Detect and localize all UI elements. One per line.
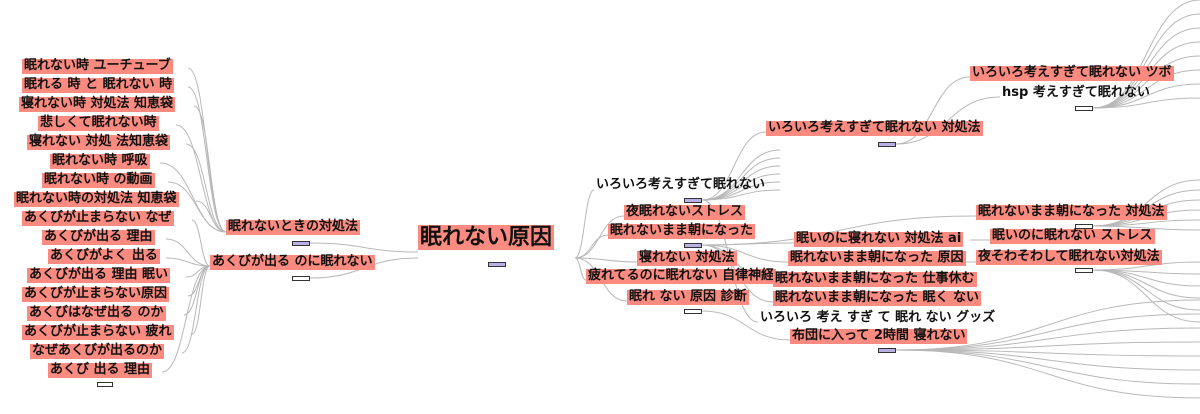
edge-asa-genin [701, 244, 789, 263]
edge-leaf-b-2 [165, 257, 211, 267]
node-marker-iroiro-taisho [878, 142, 896, 147]
node-asa-genin[interactable]: 眠れないまま朝になった 原因 [788, 250, 966, 266]
node-nemui-ai[interactable]: 眠いのに寝れない 対処法 ai [794, 231, 964, 247]
node-marker-asa [684, 243, 702, 248]
edge-futon-out-5 [895, 349, 1200, 371]
edge-leaf-b-0 [191, 219, 211, 267]
edge-leaf-b-8 [161, 265, 211, 373]
node-yoru[interactable]: 夜眠れないストレス [624, 204, 746, 220]
edge-root-tsukare [574, 257, 587, 281]
leaf-b-3[interactable]: あくびが出る 理由 眠い [27, 267, 171, 283]
node-marker-hsp [1075, 106, 1093, 111]
node-marker-leaf-b-end [97, 382, 113, 387]
leaf-a-4[interactable]: 寝れない 対処 法知恵袋 [27, 134, 171, 150]
edge-taisho-hsp [895, 96, 1001, 145]
node-root[interactable]: 眠れない原因 [418, 225, 555, 251]
node-marker-sowa [1075, 268, 1093, 273]
edge-futon-out-0 [895, 299, 1200, 351]
node-marker-root [488, 262, 506, 267]
node-marker-iroiro [684, 198, 702, 203]
node-iroiro-taisho[interactable]: いろいろ考えすぎて眠れない 対処法 [766, 120, 983, 136]
leaf-a-1[interactable]: 眠れる 時 と 眠れない 時 [22, 77, 175, 93]
node-nemui-stress[interactable]: 眠いのに眠れない ストレス [990, 228, 1155, 244]
node-marker-taisho [292, 241, 310, 246]
edge-leaf-a-6 [167, 181, 227, 233]
edge-leaf-b-1 [165, 238, 211, 267]
edge-leaf-a-3 [175, 124, 227, 233]
edge-sowa-out-4 [1092, 269, 1200, 311]
edge-leaf-b-7 [181, 265, 211, 354]
node-taisho[interactable]: 眠れないときの対処法 [226, 219, 361, 235]
edge-asat-out-0 [1092, 179, 1200, 227]
node-futon[interactable]: 布団に入って 2時間 寝れない [790, 328, 968, 344]
edge-futon-out-4 [895, 349, 1200, 357]
edge-leaf-b-6 [191, 265, 211, 335]
edge-hsp-out-7 [1092, 97, 1200, 109]
node-tsukare[interactable]: 疲れてるのに眠れない 自律神経 [586, 268, 777, 284]
edge-root-iroiro [574, 189, 595, 259]
edge-sowa-out-5 [1092, 269, 1200, 323]
leaf-b-6[interactable]: あくびが止まらない 疲れ [22, 324, 174, 340]
leaf-b-7[interactable]: なぜあくびが出るのか [30, 343, 165, 359]
edge-taisho-tsubo [895, 76, 971, 145]
edge-hsp-out-0 [1092, 0, 1200, 109]
leaf-a-3[interactable]: 悲しくて眠れない時 [38, 115, 159, 131]
edge-root-asa [574, 234, 609, 259]
edge-leaf-a-1 [187, 86, 227, 233]
node-nerenai[interactable]: 寝れない 対処法 [637, 250, 737, 266]
node-marker-akubi [292, 276, 310, 281]
node-asa-nemuku[interactable]: 眠れないまま朝になった 眠く ない [773, 290, 982, 306]
edge-futon-out-1 [895, 313, 1200, 351]
leaf-a-2[interactable]: 寝れない時 対処法 知恵袋 [19, 96, 176, 112]
edge-leaf-b-5 [183, 265, 211, 316]
edge-leaf-a-7 [195, 200, 227, 233]
edge-hsp-out-4 [1092, 55, 1200, 109]
node-marker-futon [878, 348, 896, 353]
leaf-b-1[interactable]: あくびが出る 理由 [42, 229, 155, 245]
leaf-a-7[interactable]: 眠れない時の対処法 知恵袋 [14, 191, 179, 207]
node-asa-taisho[interactable]: 眠れないまま朝になった 対処法 [976, 204, 1167, 220]
leaf-b-8[interactable]: あくび 出る 理由 [48, 362, 153, 378]
edge-futon-out-6 [895, 349, 1200, 385]
edge-iroiro-taisho [701, 131, 767, 201]
leaf-b-0[interactable]: あくびが止まらない なぜ [22, 210, 174, 226]
node-hsp[interactable]: hsp 考えすぎて眠れない [1002, 85, 1150, 100]
edge-hsp-out-5 [1092, 69, 1200, 109]
node-sowa[interactable]: 夜そわそわして眠れない対処法 [976, 249, 1162, 265]
edge-root-nerenai [574, 257, 638, 263]
edge-futon-out-3 [895, 341, 1200, 351]
node-akubi[interactable]: あくびが出る のに眠れない [210, 254, 375, 270]
node-marker-asa-taisho [1075, 224, 1093, 229]
node-asa-shigoto[interactable]: 眠れないまま朝になった 仕事休む [773, 271, 977, 287]
edge-asa-nemuiai [701, 242, 795, 246]
edge-leaf-a-4 [185, 143, 227, 233]
edge-taisho-root [309, 242, 419, 253]
node-genin[interactable]: 眠れ ない 原因 診断 [627, 289, 749, 305]
edge-iroiro-extra-5 [701, 189, 781, 201]
edge-asat-out-5 [1092, 225, 1200, 231]
edge-genin-futon [701, 310, 791, 341]
node-iroiro[interactable]: いろいろ考えすぎて眠れない [596, 177, 766, 192]
leaf-b-5[interactable]: あくびはなぜ出る のか [27, 305, 166, 321]
edge-futon-out-7 [895, 349, 1200, 399]
leaf-b-2[interactable]: あくびがよく 出る [48, 248, 160, 264]
node-asa[interactable]: 眠れないまま朝になった [608, 223, 756, 239]
edge-hsp-out-1 [1092, 13, 1200, 109]
leaf-b-4[interactable]: あくびが止まらない原因 [22, 286, 170, 302]
leaf-a-6[interactable]: 眠れない時 の動画 [42, 172, 155, 188]
node-marker-genin [684, 309, 702, 314]
node-goods[interactable]: いろいろ 考え すぎ て 眠れ ない グッズ [760, 310, 996, 325]
edge-futon-out-2 [895, 327, 1200, 351]
leaf-a-0[interactable]: 眠れない時 ユーチューブ [22, 58, 173, 74]
node-iroiro-tsubo[interactable]: いろいろ考えすぎて眠れない ツボ [970, 65, 1174, 81]
edge-leaf-a-2 [193, 105, 227, 233]
leaf-a-5[interactable]: 眠れない時 呼吸 [50, 153, 150, 169]
